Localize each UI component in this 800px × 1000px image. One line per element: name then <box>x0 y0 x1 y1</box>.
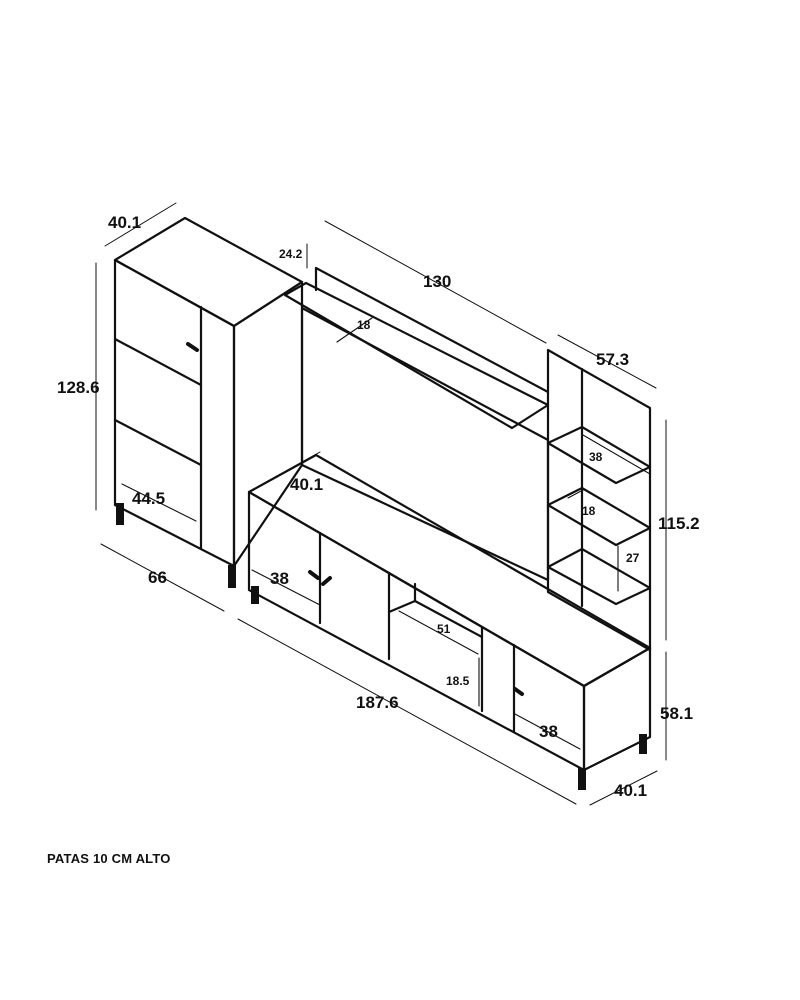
tv-handle-3 <box>513 687 524 696</box>
dim-shelf-gap-27: 27 <box>626 551 640 565</box>
shelf-3 <box>546 547 652 606</box>
dim-cabinet-inner-width: 44.5 <box>132 489 165 508</box>
dim-shelf-18: 18 <box>582 504 596 518</box>
dim-shelf-unit-height: 115.2 <box>658 514 700 533</box>
dim-shelf-38: 38 <box>589 450 603 464</box>
dim-back-panel-top: 24.2 <box>279 247 303 261</box>
dim-shelf-depth: 18 <box>357 318 371 332</box>
dim-tv-unit-depth-bottom: 40.1 <box>614 781 647 800</box>
dim-door-right-width: 38 <box>539 722 558 741</box>
tv-unit <box>247 453 652 790</box>
tall-cabinet-side <box>232 280 304 568</box>
legs-height-note: PATAS 10 CM ALTO <box>47 851 171 866</box>
dim-cabinet-height: 128.6 <box>57 378 100 397</box>
tall-cabinet-front <box>113 258 236 568</box>
dim-cabinet-depth-top: 40.1 <box>108 213 141 232</box>
dim-total-length: 187.6 <box>356 693 399 712</box>
dim-cabinet-width: 66 <box>148 568 167 587</box>
back-panel-face <box>300 306 550 582</box>
dim-shelf-unit-width: 57.3 <box>596 350 629 369</box>
tv-unit-side <box>582 646 652 772</box>
dim-door-left-width: 38 <box>270 569 289 588</box>
dim-niche-height: 18.5 <box>446 674 470 688</box>
shelf-unit-outer <box>546 348 652 652</box>
tall-cabinet-divider-2 <box>113 418 203 467</box>
tall-cabinet <box>113 216 304 588</box>
shelf-unit <box>546 348 652 652</box>
dimension-lines <box>95 202 667 806</box>
dimension-labels: 40.1 128.6 44.5 66 24.2 18 130 57.3 38 1… <box>57 213 700 800</box>
floating-shelf <box>283 281 550 430</box>
dim-tv-unit-height: 58.1 <box>660 704 693 723</box>
tall-cabinet-handle <box>186 342 199 352</box>
back-panel <box>283 266 550 582</box>
tall-cabinet-divider-1 <box>113 337 203 387</box>
tv-handle-1 <box>308 570 320 580</box>
tv-unit-front <box>247 490 586 772</box>
back-panel-top-edge <box>314 266 550 394</box>
dim-tv-unit-depth: 40.1 <box>290 475 323 494</box>
dim-back-panel-width: 130 <box>423 272 451 291</box>
tall-cabinet-top <box>113 216 304 328</box>
tv-handle-2 <box>321 576 332 586</box>
shelf-2 <box>546 486 652 547</box>
dim-niche-width: 51 <box>437 622 451 636</box>
shelf-1 <box>546 425 652 485</box>
